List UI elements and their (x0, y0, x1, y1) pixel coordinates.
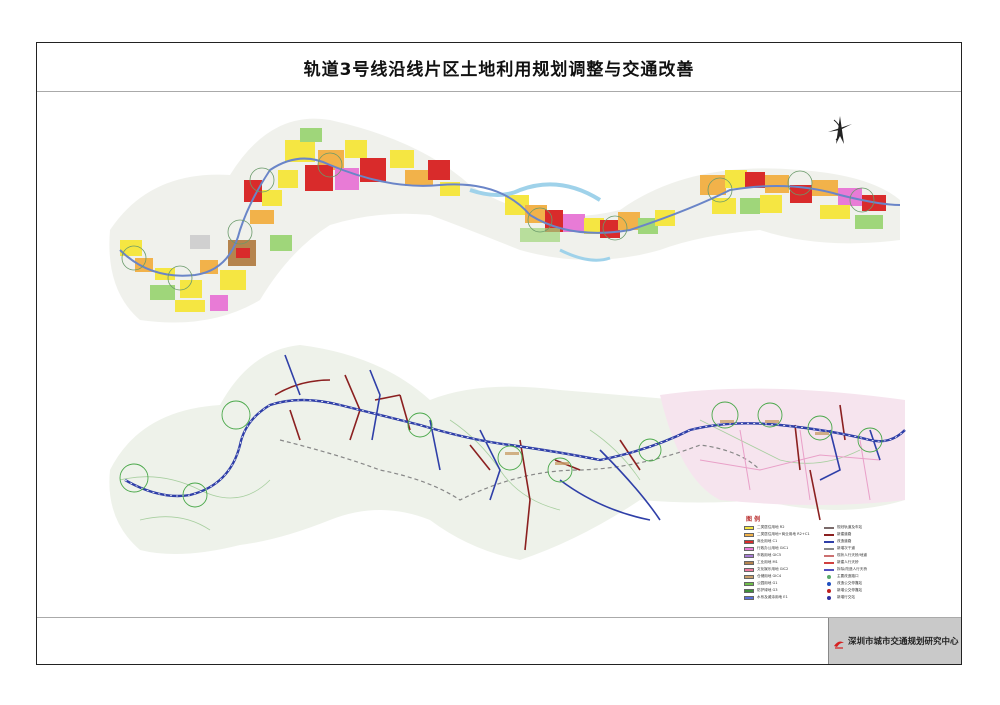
legend-item: 公园用地 G1 (744, 580, 810, 587)
legend-item: 改造道路 (824, 538, 867, 545)
legend-item: 行政办公用地 GIC1 (744, 545, 810, 552)
legend-item: 商业用地 C1 (744, 538, 810, 545)
legend-label: 规划轨道及车站 (837, 525, 863, 529)
logo-icon (833, 635, 845, 649)
legend-label: 新增次干道 (837, 546, 855, 550)
legend-label: 二类居住用地+商业用地 R2+C1 (757, 532, 810, 536)
landuse-west (120, 180, 292, 312)
legend-label: 商业用地 C1 (757, 539, 778, 543)
page-title: 轨道3号线沿线片区土地利用规划调整与交通改善 (303, 59, 695, 80)
legend-item: 水系及滩涂用地 E1 (744, 594, 810, 601)
legend-label: 仓储用地 GIC4 (757, 574, 782, 578)
landuse-central (505, 195, 675, 242)
legend-line (824, 554, 834, 557)
legend-label: 改造道路 (837, 539, 852, 543)
legend-item: 新建道路 (824, 531, 867, 538)
legend-item: 主要改造路口 (824, 573, 867, 580)
legend-label: 二类居住用地 R2 (757, 525, 785, 529)
legend-item: 规划轨道及车站 (824, 524, 867, 531)
legend-label: 改造公交停靠站 (837, 581, 863, 585)
landuse-north (278, 128, 460, 196)
legend-landuse-column: 二类居住用地 R2 二类居住用地+商业用地 R2+C1 商业用地 C1 行政办公用地 … (744, 524, 810, 601)
legend-line (824, 533, 834, 536)
legend-label: 现状人行天桥/地道 (837, 553, 867, 557)
legend-item: 二类居住用地 R2 (744, 524, 810, 531)
legend-swatch (744, 539, 754, 544)
legend-swatch (744, 588, 754, 593)
org-name: 深圳市城市交通规划研究中心 (848, 637, 959, 647)
legend-label: 市政用地 GIC5 (757, 553, 782, 557)
legend-label: 公园用地 G1 (757, 581, 778, 585)
legend-line (824, 568, 834, 571)
legend-item: 文化娱乐用地 GIC2 (744, 566, 810, 573)
legend-swatch (744, 525, 754, 530)
logo-box: 深圳市城市交通规划研究中心 (828, 618, 961, 664)
legend-marker (827, 581, 831, 586)
legend-swatch (744, 560, 754, 565)
transport-map (109, 345, 906, 560)
legend-item: 新增行交站 (824, 594, 867, 601)
legend-transport-column: 规划轨道及车站新建道路改造道路新增次干道现状人行天桥/地道新建人行天桥拆除/改造… (824, 524, 867, 601)
legend-line (824, 561, 834, 564)
legend-marker (827, 574, 831, 579)
legend-swatch (744, 532, 754, 537)
legend-title: 图 例 (746, 516, 761, 523)
legend-item: 新增次干道 (824, 545, 867, 552)
legend-label: 新建人行天桥 (837, 560, 859, 564)
footer-bar: 深圳市城市交通规划研究中心 (37, 617, 961, 664)
legend-item: 新建人行天桥 (824, 559, 867, 566)
legend-item: 拆除/改造人行天桥 (824, 566, 867, 573)
title-bar: 轨道3号线沿线片区土地利用规划调整与交通改善 (37, 43, 961, 92)
legend-item: 新增公交停靠站 (824, 587, 867, 594)
map-legend: 图 例 二类居住用地 R2 二类居住用地+商业用地 R2+C1 商业用地 C1 行政办… (742, 514, 904, 600)
legend-label: 拆除/改造人行天桥 (837, 567, 867, 571)
legend-line (824, 540, 834, 543)
landuse-east (700, 170, 886, 229)
legend-marker (827, 595, 831, 600)
legend-item: 现状人行天桥/地道 (824, 552, 867, 559)
legend-swatch (744, 567, 754, 572)
legend-label: 水系及滩涂用地 E1 (757, 595, 788, 599)
legend-item: 市政用地 GIC5 (744, 552, 810, 559)
legend-label: 新增行交站 (837, 595, 855, 599)
legend-line (824, 526, 834, 529)
legend-item: 仓储用地 GIC4 (744, 573, 810, 580)
map-frame: 轨道3号线沿线片区土地利用规划调整与交通改善 深圳市城市交通规划研究中心 (36, 42, 962, 665)
legend-label: 主要改造路口 (837, 574, 859, 578)
legend-swatch (744, 574, 754, 579)
legend-swatch (744, 546, 754, 551)
legend-label: 文化娱乐用地 GIC2 (757, 567, 789, 571)
legend-item: 改造公交停靠站 (824, 580, 867, 587)
legend-swatch (744, 581, 754, 586)
legend-label: 新建道路 (837, 532, 852, 536)
legend-label: 工业用地 M1 (757, 560, 778, 564)
legend-line (824, 547, 834, 550)
legend-swatch (744, 595, 754, 600)
legend-label: 新增公交停靠站 (837, 588, 863, 592)
north-arrow-icon (828, 116, 852, 144)
landuse-map (109, 118, 901, 323)
legend-item: 防护绿地 G3 (744, 587, 810, 594)
legend-item: 工业用地 M1 (744, 559, 810, 566)
legend-label: 行政办公用地 GIC1 (757, 546, 789, 550)
legend-marker (827, 588, 831, 593)
legend-item: 二类居住用地+商业用地 R2+C1 (744, 531, 810, 538)
legend-swatch (744, 553, 754, 558)
legend-label: 防护绿地 G3 (757, 588, 778, 592)
